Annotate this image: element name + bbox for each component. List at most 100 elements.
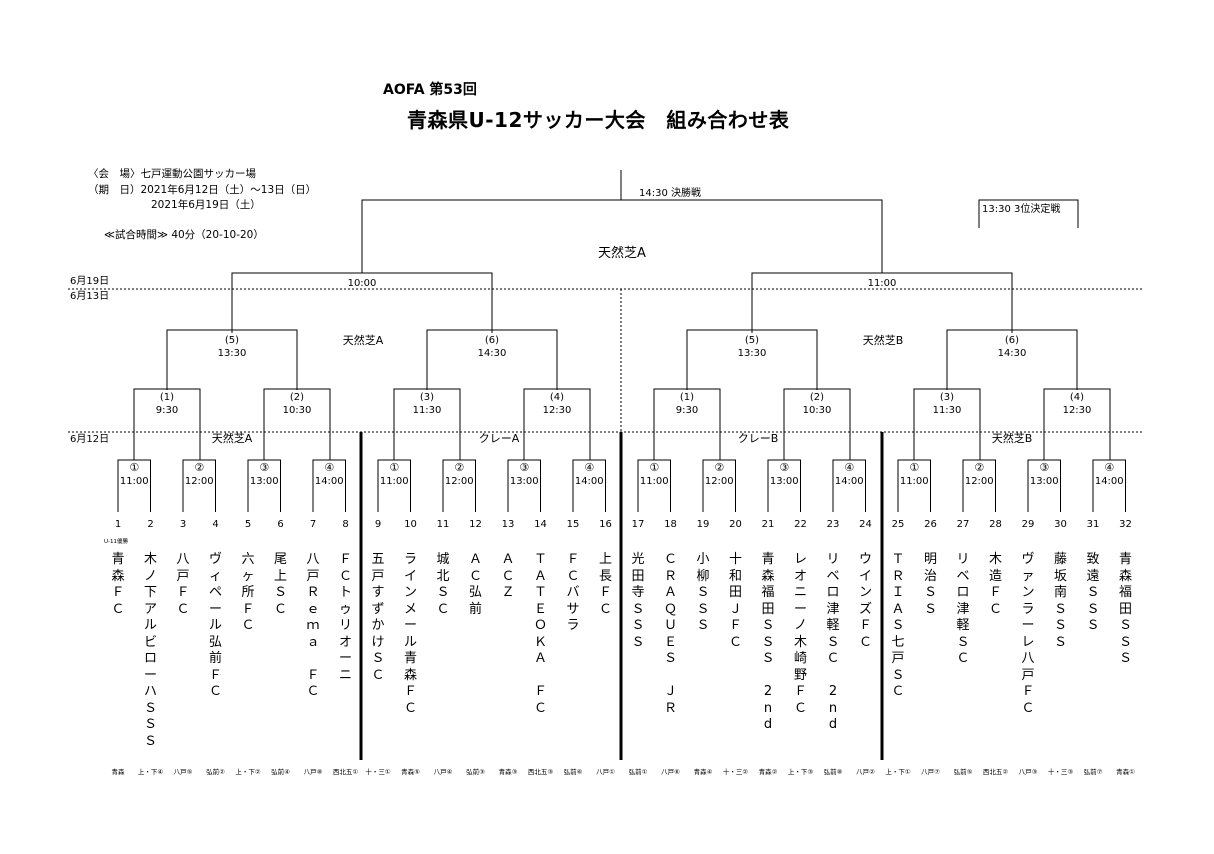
team-seed: 西北五① (333, 768, 359, 776)
r2-match-number: (2) (810, 392, 824, 403)
qf-bracket-3 (686, 329, 818, 390)
r1-bracket (312, 459, 346, 512)
r1-venue-c: クレーB (738, 432, 779, 445)
team-seed: 十・三① (365, 767, 391, 776)
team-number: 21 (762, 519, 775, 530)
qf-venue-left: 天然芝A (343, 333, 384, 347)
team-seed: 十・三③ (1048, 767, 1074, 776)
team-number: 20 (729, 519, 742, 530)
r1-bracket (507, 459, 541, 512)
semifinal-right (751, 272, 1013, 333)
team-number: 28 (989, 519, 1002, 530)
team-number: 11 (437, 519, 450, 530)
r1-match-number: ① (129, 461, 139, 474)
r1-bracket (117, 459, 151, 512)
r1-match-number: ③ (779, 461, 789, 474)
r2-match-number: (3) (940, 392, 954, 403)
round1-brackets (117, 459, 1126, 512)
qf-match-number: (5) (745, 335, 759, 346)
r1-match-number: ③ (259, 461, 269, 474)
r1-bracket (1092, 459, 1126, 512)
team-seed: 上・下④ (138, 767, 164, 776)
date-label-jun12: 6月12日 (70, 433, 109, 445)
r2-match-time: 10:30 (803, 405, 832, 416)
period-info-2: 2021年6月19日（土） (151, 199, 261, 211)
team-number: 7 (310, 519, 316, 530)
team-number: 24 (859, 519, 872, 530)
team-number: 26 (924, 519, 937, 530)
team-seed: 八戸⑦ (921, 768, 940, 776)
r1-bracket (767, 459, 801, 512)
r1-bracket (182, 459, 216, 512)
r1-match-time: 12:00 (705, 476, 734, 487)
team-seed: 八戸⑧ (304, 768, 323, 776)
team-number: 13 (502, 519, 515, 530)
r1-match-time: 14:00 (835, 476, 864, 487)
team-seed: 西北五③ (528, 768, 554, 776)
r1-match-number: ② (454, 461, 464, 474)
r1-match-time: 13:00 (510, 476, 539, 487)
team-seed: 八戸⑥ (661, 768, 680, 776)
team-seed: 西北五② (983, 768, 1009, 776)
team-seed: 八戸④ (434, 768, 453, 776)
team-number: 29 (1022, 519, 1035, 530)
match-labels: (5)13:30(6)14:30(5)13:30(6)14:30(1)9:30(… (120, 335, 1124, 487)
r1-match-time: 13:00 (250, 476, 279, 487)
team-number: 19 (697, 519, 710, 530)
team-seed: 弘前① (629, 767, 648, 776)
r1-match-number: ① (909, 461, 919, 474)
team-number: 16 (599, 519, 612, 530)
team-number: 25 (892, 519, 905, 530)
r2-match-time: 12:30 (543, 405, 572, 416)
third-place-bracket (978, 199, 1079, 228)
qf-match-time: 13:30 (738, 348, 767, 359)
match-time-info: ≪試合時間≫ 40分（20-10-20） (104, 229, 264, 241)
team-seed: 弘前⑧ (824, 767, 843, 776)
team-seed: 青森 (112, 767, 126, 776)
r1-bracket (637, 459, 671, 512)
team-seed: 上・下③ (788, 767, 814, 776)
r1-match-time: 11:00 (640, 476, 669, 487)
r2-bracket-3 (393, 388, 461, 460)
team-number: 22 (794, 519, 807, 530)
r2-match-number: (4) (550, 392, 564, 403)
team-number: 14 (534, 519, 547, 530)
r2-bracket-1 (133, 388, 201, 460)
page-title: 青森県U-12サッカー大会 組み合わせ表 (407, 108, 790, 132)
team-number: 27 (957, 519, 970, 530)
team-seed: 青森④ (694, 767, 713, 776)
r1-match-time: 14:00 (315, 476, 344, 487)
r2-match-time: 9:30 (156, 405, 178, 416)
r1-bracket (1027, 459, 1061, 512)
r1-match-time: 13:00 (770, 476, 799, 487)
r1-venue-d: 天然芝B (992, 431, 1033, 445)
team-number: 2 (147, 519, 153, 530)
r1-bracket (702, 459, 736, 512)
r1-match-time: 11:00 (120, 476, 149, 487)
qf-match-time: 14:30 (478, 348, 507, 359)
team-number: 6 (277, 519, 283, 530)
team-seed: 青森③ (499, 767, 518, 776)
tournament-subtitle: AOFA 第53回 (383, 82, 477, 98)
team-seed: 十・三② (723, 767, 749, 776)
team-number: 1 (115, 519, 121, 530)
r1-match-number: ① (649, 461, 659, 474)
qf-bracket-4 (946, 329, 1078, 390)
team-seed: 上・下① (885, 767, 911, 776)
r1-match-number: ③ (519, 461, 529, 474)
team-number: 15 (567, 519, 580, 530)
